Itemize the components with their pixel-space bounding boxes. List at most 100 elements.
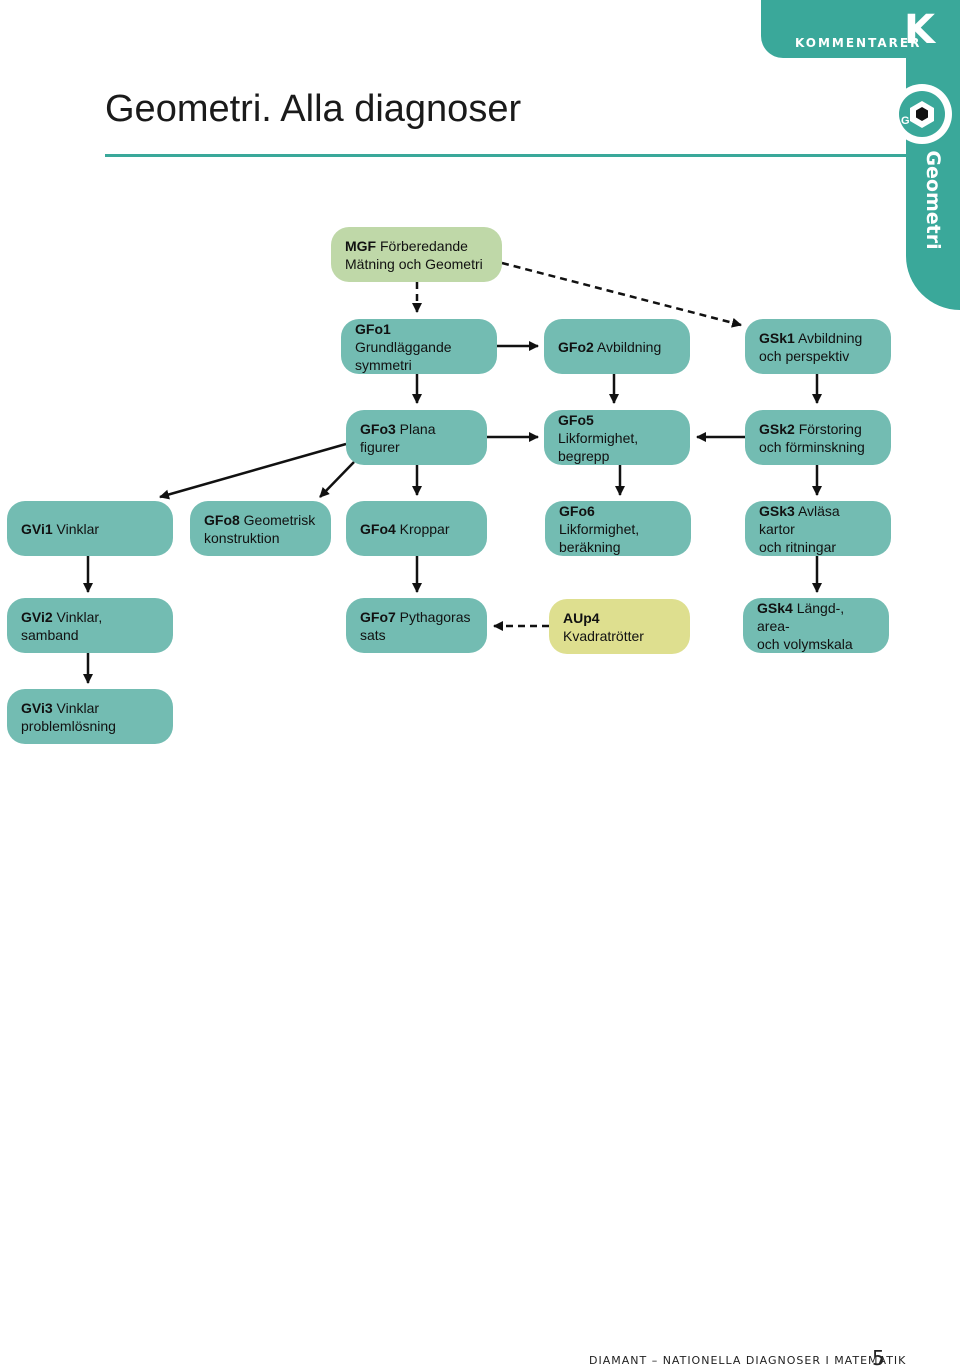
node-code: GSk2 — [759, 420, 795, 437]
node-label: Förstoring — [798, 420, 862, 437]
node-gfo5: GFo5 Likformighet,begrepp — [544, 410, 690, 465]
node-line-1: GFo2 Avbildning — [558, 338, 661, 356]
node-line-2: och perspektiv — [759, 347, 850, 364]
node-gvi2: GVi2 Vinklar, samband — [7, 598, 173, 653]
node-gfo6: GFo6 Likformighet,beräkning — [545, 501, 691, 556]
node-text: GFo5 Likformighet,begrepp — [558, 411, 676, 465]
node-line-1: GSk3 Avläsa kartor — [759, 502, 877, 538]
node-code: GFo7 — [360, 608, 396, 625]
node-gfo3: GFo3 Plana figurer — [346, 410, 487, 465]
node-label: Avbildning — [797, 329, 863, 346]
edge-gfo3-to-gfo8 — [319, 461, 355, 498]
node-line-1: AUp4 Kvadratrötter — [563, 609, 676, 645]
node-code: GVi2 — [21, 608, 53, 625]
node-text: GFo2 Avbildning — [558, 338, 661, 356]
geometry-logo-icon: G — [892, 84, 952, 144]
node-line-2: och ritningar — [759, 538, 837, 555]
node-code: GFo6 — [559, 502, 595, 519]
node-label: Vinklar, samband — [21, 608, 103, 643]
node-code: GFo2 — [558, 338, 594, 355]
node-code: GSk3 — [759, 502, 795, 519]
node-line-1: GSk2 Förstoring — [759, 420, 865, 438]
page-number: 5 — [872, 1346, 885, 1370]
node-label: Geometrisk — [243, 511, 316, 528]
node-line-2: och förminskning — [759, 438, 865, 455]
node-line-2: beräkning — [559, 538, 621, 555]
node-text: GVi2 Vinklar, samband — [21, 608, 159, 644]
node-code: GVi3 — [21, 699, 53, 716]
node-label: Grundläggande — [355, 338, 452, 355]
node-label: Likformighet, — [558, 429, 639, 446]
node-line-1: GFo5 Likformighet, — [558, 411, 676, 447]
node-label: Vinklar — [56, 520, 100, 537]
node-gfo2: GFo2 Avbildning — [544, 319, 690, 374]
node-text: AUp4 Kvadratrötter — [563, 609, 676, 645]
edge-mgf-to-gsk1 — [501, 261, 742, 328]
node-code: GFo4 — [360, 520, 396, 537]
node-label: Likformighet, — [559, 520, 640, 537]
node-line-2: konstruktion — [204, 529, 280, 546]
header-tab — [761, 0, 960, 58]
node-gvi1: GVi1 Vinklar — [7, 501, 173, 556]
node-label: Avbildning — [596, 338, 662, 355]
node-gfo4: GFo4 Kroppar — [346, 501, 487, 556]
node-text: GFo7 Pythagoras sats — [360, 608, 473, 644]
node-line-1: GFo6 Likformighet, — [559, 502, 677, 538]
node-code: GFo3 — [360, 420, 396, 437]
node-code: GSk4 — [757, 599, 793, 616]
node-line-1: GVi1 Vinklar — [21, 520, 99, 538]
tab-label: KOMMENTARER — [795, 36, 922, 50]
node-label: Avläsa kartor — [759, 502, 840, 537]
node-line-1: GFo1 Grundläggande — [355, 320, 483, 356]
node-code: AUp4 — [563, 609, 600, 626]
node-text: GSk4 Längd-, area-och volymskala — [757, 599, 875, 653]
node-text: GFo6 Likformighet,beräkning — [559, 502, 677, 556]
footer-text: DIAMANT – NATIONELLA DIAGNOSER I MATEMAT… — [589, 1354, 907, 1367]
node-line-2: Mätning och Geometri — [345, 255, 483, 272]
node-text: GFo4 Kroppar — [360, 520, 449, 538]
node-label: Vinklar — [56, 699, 100, 716]
logo-letter: G — [901, 115, 910, 127]
node-line-1: MGF Förberedande — [345, 237, 483, 255]
node-code: GFo8 — [204, 511, 240, 528]
node-label: Kroppar — [399, 520, 450, 537]
node-line-1: GVi3 Vinklar — [21, 699, 116, 717]
node-label: Förberedande — [380, 237, 468, 254]
node-line-1: GVi2 Vinklar, samband — [21, 608, 159, 644]
node-line-2: och volymskala — [757, 635, 853, 652]
tab-letter: K — [904, 7, 935, 53]
page-title: Geometri. Alla diagnoser — [105, 88, 522, 130]
node-line-2: symmetri — [355, 356, 412, 373]
node-aup4: AUp4 Kvadratrötter — [549, 599, 690, 654]
node-line-1: GSk1 Avbildning — [759, 329, 862, 347]
node-line-2: problemlösning — [21, 717, 116, 734]
node-line-1: GFo4 Kroppar — [360, 520, 449, 538]
node-code: GVi1 — [21, 520, 53, 537]
title-rule — [105, 154, 906, 157]
node-label: Plana figurer — [360, 420, 436, 455]
node-label: Pythagoras sats — [360, 608, 471, 643]
node-line-1: GSk4 Längd-, area- — [757, 599, 875, 635]
node-text: GFo3 Plana figurer — [360, 420, 473, 456]
node-code: GFo5 — [558, 411, 594, 428]
node-line-1: GFo8 Geometrisk — [204, 511, 315, 529]
node-label: Längd-, area- — [757, 599, 845, 634]
node-line-2: begrepp — [558, 447, 610, 464]
node-code: MGF — [345, 237, 377, 254]
node-line-1: GFo3 Plana figurer — [360, 420, 473, 456]
node-text: GVi1 Vinklar — [21, 520, 99, 538]
